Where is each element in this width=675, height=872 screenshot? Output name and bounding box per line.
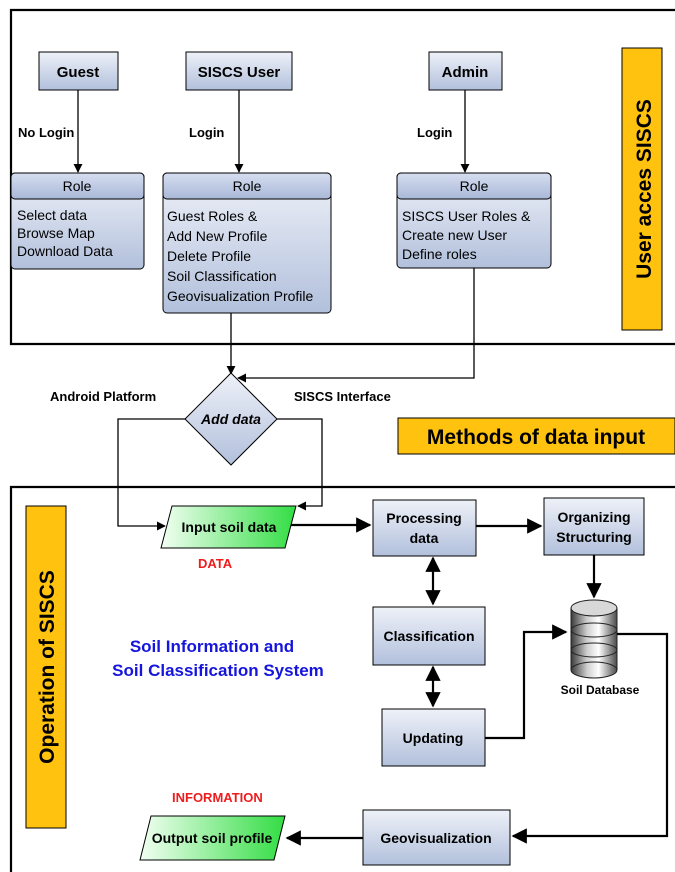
data-label: DATA xyxy=(198,556,233,571)
role-item: Browse Map xyxy=(17,225,95,241)
svg-text:User acces SISCS: User acces SISCS xyxy=(633,99,656,279)
admin-login-label: Login xyxy=(417,125,452,140)
database-to-geovisualization-arrow xyxy=(511,632,669,844)
admin-to-decision-arrow xyxy=(237,268,475,383)
svg-text:Admin: Admin xyxy=(442,64,489,81)
classification-node: Classification xyxy=(372,606,486,666)
siscs-interface-label: SISCS Interface xyxy=(294,389,391,404)
svg-text:Role: Role xyxy=(233,178,262,194)
input-soil-data-node: Input soil data xyxy=(160,505,297,549)
svg-text:Guest: Guest xyxy=(57,64,100,81)
svg-text:Methods of data input: Methods of data input xyxy=(427,426,645,449)
actor-admin: Admin xyxy=(428,51,503,91)
updating-to-database-arrow xyxy=(485,624,568,740)
svg-text:Updating: Updating xyxy=(403,730,464,746)
role-item: Guest Roles & xyxy=(167,208,258,224)
interface-branch-arrow xyxy=(277,418,323,511)
system-title-line-2: Soil Classification System xyxy=(112,661,324,680)
svg-text:Input soil data: Input soil data xyxy=(182,519,277,535)
android-platform-label: Android Platform xyxy=(50,389,156,404)
svg-text:Structuring: Structuring xyxy=(556,529,631,545)
role-item: Create new User xyxy=(402,227,507,243)
user-access-banner: User acces SISCS xyxy=(621,47,663,331)
role-item: Download Data xyxy=(17,243,113,259)
svg-text:Organizing: Organizing xyxy=(557,509,630,525)
role-item: Delete Profile xyxy=(167,248,251,264)
user-login-label: Login xyxy=(189,125,224,140)
information-label: INFORMATION xyxy=(172,790,263,805)
role-item: Add New Profile xyxy=(167,228,268,244)
role-item: Select data xyxy=(17,207,87,223)
updating-node: Updating xyxy=(381,708,486,767)
processing-data-node: Processing data xyxy=(372,499,477,557)
methods-banner: Methods of data input xyxy=(397,417,675,455)
role-item: Define roles xyxy=(402,246,477,262)
svg-text:Processing: Processing xyxy=(386,510,461,526)
role-item: Geovisualization Profile xyxy=(167,288,314,304)
soil-database-icon xyxy=(570,599,618,679)
role-item: SISCS User Roles & xyxy=(402,208,531,224)
geovisualization-node: Geovisualization xyxy=(362,809,511,866)
role-box-guest: Role Select data Browse Map Download Dat… xyxy=(10,172,145,270)
android-branch-arrow xyxy=(117,418,185,531)
role-item: Soil Classification xyxy=(167,268,277,284)
svg-text:Operation of SISCS: Operation of SISCS xyxy=(36,570,59,764)
decision-add-data: Add data xyxy=(184,372,278,466)
operation-banner: Operation of SISCS xyxy=(25,505,67,829)
guest-login-label: No Login xyxy=(18,125,74,140)
actor-siscs-user: SISCS User xyxy=(185,51,293,91)
svg-text:Role: Role xyxy=(460,178,489,194)
bottom-section-frame xyxy=(9,485,675,872)
system-title-line-1: Soil Information and xyxy=(130,637,294,656)
svg-text:Classification: Classification xyxy=(383,628,474,644)
svg-text:data: data xyxy=(410,530,439,546)
soil-database-label: Soil Database xyxy=(561,683,640,697)
role-box-admin: Role SISCS User Roles & Create new User … xyxy=(396,172,552,269)
svg-text:Role: Role xyxy=(63,178,92,194)
organizing-structuring-node: Organizing Structuring xyxy=(543,497,645,556)
svg-text:Output soil profile: Output soil profile xyxy=(152,830,273,846)
svg-text:Add data: Add data xyxy=(200,411,261,427)
svg-text:SISCS User: SISCS User xyxy=(198,64,281,81)
role-box-siscs-user: Role Guest Roles & Add New Profile Delet… xyxy=(162,172,332,314)
actor-guest: Guest xyxy=(38,51,119,91)
output-soil-profile-node: Output soil profile xyxy=(139,815,286,861)
svg-text:Geovisualization: Geovisualization xyxy=(380,830,491,846)
